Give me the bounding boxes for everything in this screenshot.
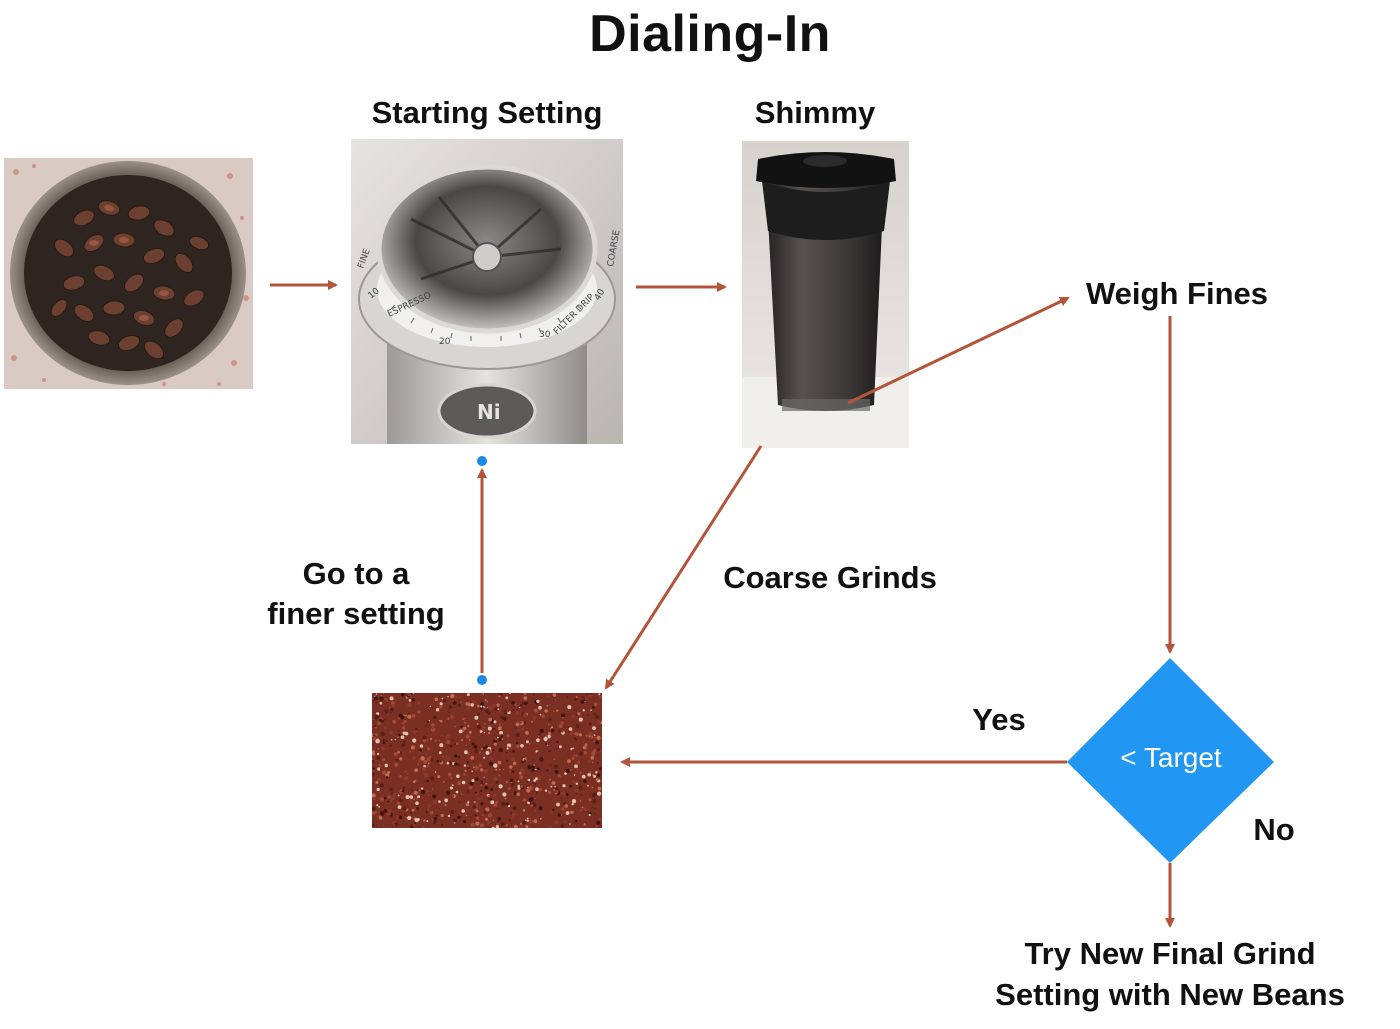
label-final-line2: Setting with New Beans	[995, 977, 1345, 1012]
label-final-line1: Try New Final Grind	[1024, 936, 1316, 971]
label-coarse-grinds: Coarse Grinds	[723, 560, 937, 595]
connector-handle-bottom[interactable]	[475, 673, 489, 687]
grinder-brand-logo: Ni	[477, 400, 501, 424]
label-go-finer-line2: finer setting	[267, 596, 445, 631]
coffee-beans-photo	[4, 158, 253, 389]
diagram-title: Dialing-In	[589, 5, 831, 63]
grinder-photo: FINE 10 ESPRESSO 20 30 FILTER DRIP 40 CO…	[351, 139, 623, 444]
connector-handle-top[interactable]	[475, 454, 489, 468]
label-weigh-fines: Weigh Fines	[1085, 276, 1268, 311]
label-no: No	[1253, 812, 1295, 847]
label-starting-setting: Starting Setting	[371, 95, 603, 130]
decision-diamond	[1067, 658, 1274, 863]
dial-mark-30: 30	[539, 330, 551, 340]
dial-mark-20: 20	[439, 337, 451, 347]
label-shimmy: Shimmy	[754, 95, 876, 130]
coarse-grounds-photo	[372, 693, 602, 828]
shimmy-container-photo	[742, 141, 909, 448]
decision-text: < Target	[1120, 742, 1222, 773]
label-yes: Yes	[972, 702, 1026, 737]
label-go-finer-line1: Go to a	[302, 556, 410, 591]
